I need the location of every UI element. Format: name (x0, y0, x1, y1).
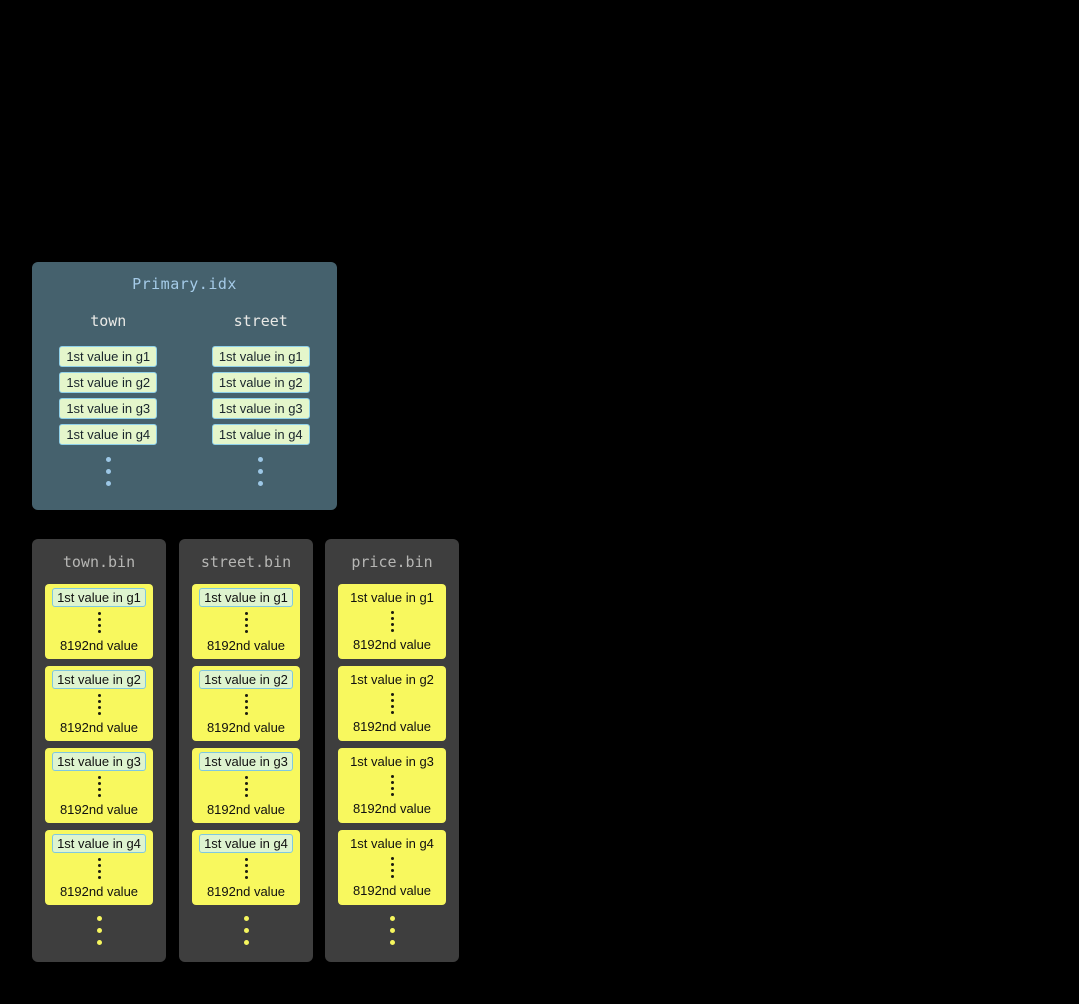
granule-first-value: 1st value in g1 (350, 590, 434, 605)
granule-last-value: 8192nd value (206, 802, 286, 817)
granule-last-value: 8192nd value (59, 802, 139, 817)
bin-panel-street: street.bin 1st value in g1 8192nd value … (179, 539, 313, 962)
granule-ellipsis-dots-icon (390, 857, 394, 878)
granule: 1st value in g4 8192nd value (45, 830, 153, 905)
granule-ellipsis-dots-icon (244, 694, 248, 715)
bin-title: price.bin (351, 553, 433, 571)
bin-title: street.bin (200, 553, 292, 571)
granule-ellipsis-dots-icon (244, 776, 248, 797)
column-header: street (233, 312, 288, 330)
granule: 1st value in g3 8192nd value (338, 748, 446, 823)
granule-first-value: 1st value in g3 (199, 752, 293, 771)
index-value: 1st value in g3 (59, 397, 158, 419)
bin-panel-price: price.bin 1st value in g1 8192nd value 1… (325, 539, 459, 962)
granule-ellipsis-dots-icon (244, 612, 248, 633)
granule-ellipsis-dots-icon (97, 776, 101, 797)
granule: 1st value in g1 8192nd value (192, 584, 300, 659)
ellipsis-dots-icon (389, 916, 395, 945)
ellipsis-dots-icon (258, 457, 264, 486)
index-value: 1st value in g1 (59, 345, 158, 367)
granule-last-value: 8192nd value (59, 638, 139, 653)
granule-ellipsis-dots-icon (390, 611, 394, 632)
granule-ellipsis-dots-icon (244, 858, 248, 879)
primary-index-panel: Primary.idx town 1st value in g1 1st val… (32, 262, 337, 510)
granule-first-value: 1st value in g2 (199, 670, 293, 689)
granule-last-value: 8192nd value (206, 884, 286, 899)
granule: 1st value in g3 8192nd value (192, 748, 300, 823)
granule-ellipsis-dots-icon (390, 693, 394, 714)
primary-index-columns: town 1st value in g1 1st value in g2 1st… (32, 312, 337, 486)
granule-last-value: 8192nd value (59, 884, 139, 899)
index-value: 1st value in g2 (211, 371, 310, 393)
granule-ellipsis-dots-icon (97, 858, 101, 879)
index-value: 1st value in g4 (211, 423, 310, 445)
index-value: 1st value in g3 (211, 397, 310, 419)
granule-first-value: 1st value in g2 (350, 672, 434, 687)
granule-first-value: 1st value in g1 (52, 588, 146, 607)
granule-last-value: 8192nd value (352, 637, 432, 652)
granule-last-value: 8192nd value (352, 801, 432, 816)
granule: 1st value in g2 8192nd value (338, 666, 446, 741)
granule-first-value: 1st value in g4 (52, 834, 146, 853)
granule-first-value: 1st value in g2 (52, 670, 146, 689)
granule: 1st value in g1 8192nd value (338, 584, 446, 659)
granule-first-value: 1st value in g4 (350, 836, 434, 851)
granule-first-value: 1st value in g3 (52, 752, 146, 771)
granule-first-value: 1st value in g4 (199, 834, 293, 853)
granule-last-value: 8192nd value (206, 720, 286, 735)
index-value: 1st value in g1 (211, 345, 310, 367)
ellipsis-dots-icon (105, 457, 111, 486)
granule-last-value: 8192nd value (352, 883, 432, 898)
granule-ellipsis-dots-icon (97, 694, 101, 715)
index-column-street: street 1st value in g1 1st value in g2 1… (185, 312, 338, 486)
index-column-town: town 1st value in g1 1st value in g2 1st… (32, 312, 185, 486)
granule: 1st value in g4 8192nd value (338, 830, 446, 905)
bin-title: town.bin (62, 553, 136, 571)
primary-index-title: Primary.idx (132, 275, 237, 293)
bin-panel-town: town.bin 1st value in g1 8192nd value 1s… (32, 539, 166, 962)
granule-last-value: 8192nd value (352, 719, 432, 734)
granule: 1st value in g4 8192nd value (192, 830, 300, 905)
index-value: 1st value in g4 (59, 423, 158, 445)
granule-last-value: 8192nd value (59, 720, 139, 735)
ellipsis-dots-icon (243, 916, 249, 945)
granule-ellipsis-dots-icon (97, 612, 101, 633)
ellipsis-dots-icon (96, 916, 102, 945)
granule: 1st value in g2 8192nd value (45, 666, 153, 741)
index-value: 1st value in g2 (59, 371, 158, 393)
granule: 1st value in g1 8192nd value (45, 584, 153, 659)
column-header: town (90, 312, 127, 330)
granule-first-value: 1st value in g1 (199, 588, 293, 607)
granule-first-value: 1st value in g3 (350, 754, 434, 769)
granule-last-value: 8192nd value (206, 638, 286, 653)
granule-ellipsis-dots-icon (390, 775, 394, 796)
granule: 1st value in g2 8192nd value (192, 666, 300, 741)
granule: 1st value in g3 8192nd value (45, 748, 153, 823)
